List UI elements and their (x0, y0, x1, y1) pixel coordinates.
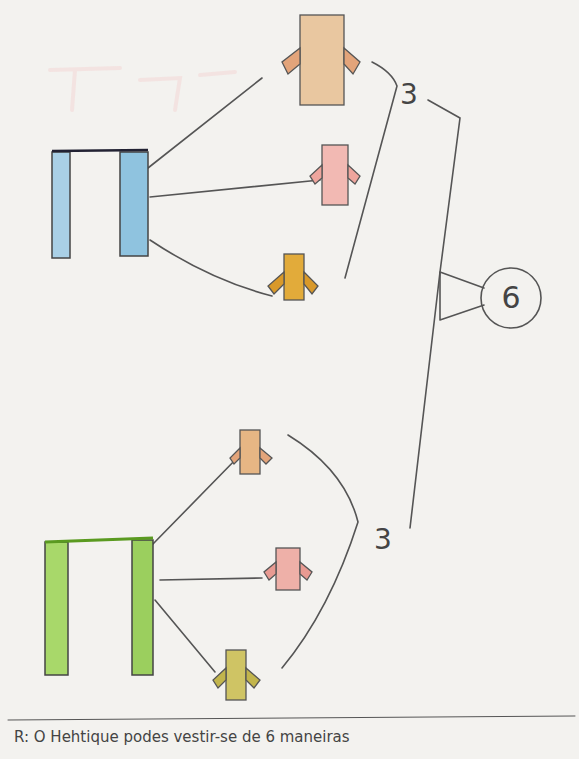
bracket (345, 62, 397, 278)
branch-line (160, 578, 262, 580)
bracket (410, 100, 460, 528)
shirts (213, 15, 360, 700)
branch-line (148, 78, 262, 168)
branch-line (152, 455, 240, 545)
total-number: 6 (501, 283, 520, 313)
answer-circle: 6 (480, 267, 542, 329)
shirt-tan (230, 430, 272, 474)
skirt-leg (132, 540, 153, 675)
shirt-yellow (268, 254, 318, 300)
shirt-pink (310, 145, 360, 205)
pencil-lines (8, 62, 575, 720)
bracket (440, 272, 484, 320)
count-number: 3 (374, 525, 392, 556)
skirt-blue (52, 150, 148, 258)
shirt-tan (282, 15, 360, 105)
branch-line (150, 180, 320, 197)
skirt-leg (52, 152, 70, 258)
branch-line (155, 600, 215, 672)
count-number: 3 (400, 80, 418, 111)
skirt-green (45, 538, 153, 675)
skirt-leg (45, 542, 68, 675)
branch-line (150, 240, 272, 296)
shirt-pink (264, 548, 312, 590)
skirt-waist (45, 538, 153, 542)
erased-marks (50, 68, 235, 110)
answer-line (8, 716, 575, 720)
answer-text: R: O Hehtique podes vestir-se de 6 manei… (14, 729, 350, 746)
skirt-leg (120, 152, 148, 256)
skirt-waist (52, 150, 148, 151)
shirt-yellow (213, 650, 260, 700)
